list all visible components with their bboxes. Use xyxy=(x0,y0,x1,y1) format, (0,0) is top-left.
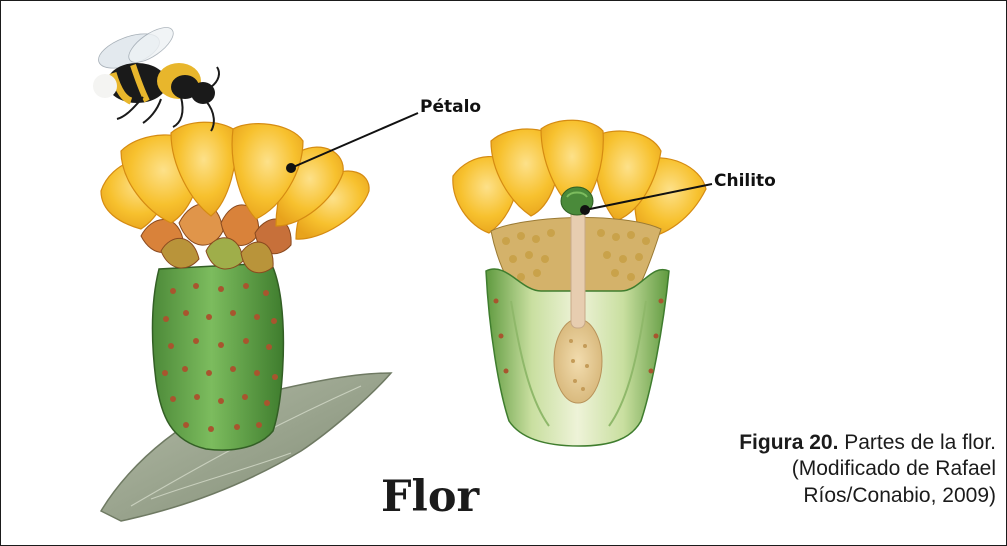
pistil-style xyxy=(571,206,585,328)
figure-title: Flor xyxy=(381,476,479,519)
dot-marker xyxy=(580,205,590,215)
ovary xyxy=(554,319,602,403)
dot-marker xyxy=(286,163,296,173)
right-flower-section xyxy=(453,120,712,446)
figure-caption: Figura 20. Partes de la flor. (Modificad… xyxy=(666,430,996,509)
caption-line-1: Figura 20. Partes de la flor. xyxy=(666,430,996,456)
figure-number: Figura 20. xyxy=(739,431,838,454)
bee-icon xyxy=(93,21,219,131)
petal-label: Pétalo xyxy=(420,99,481,116)
caption-line-2: (Modificado de Rafael xyxy=(666,456,996,482)
left-flower xyxy=(93,21,418,521)
caption-line-3: Ríos/Conabio, 2009) xyxy=(666,483,996,509)
caption-text: Partes de la flor. xyxy=(838,431,996,454)
chilito-label: Chilito xyxy=(714,173,776,190)
